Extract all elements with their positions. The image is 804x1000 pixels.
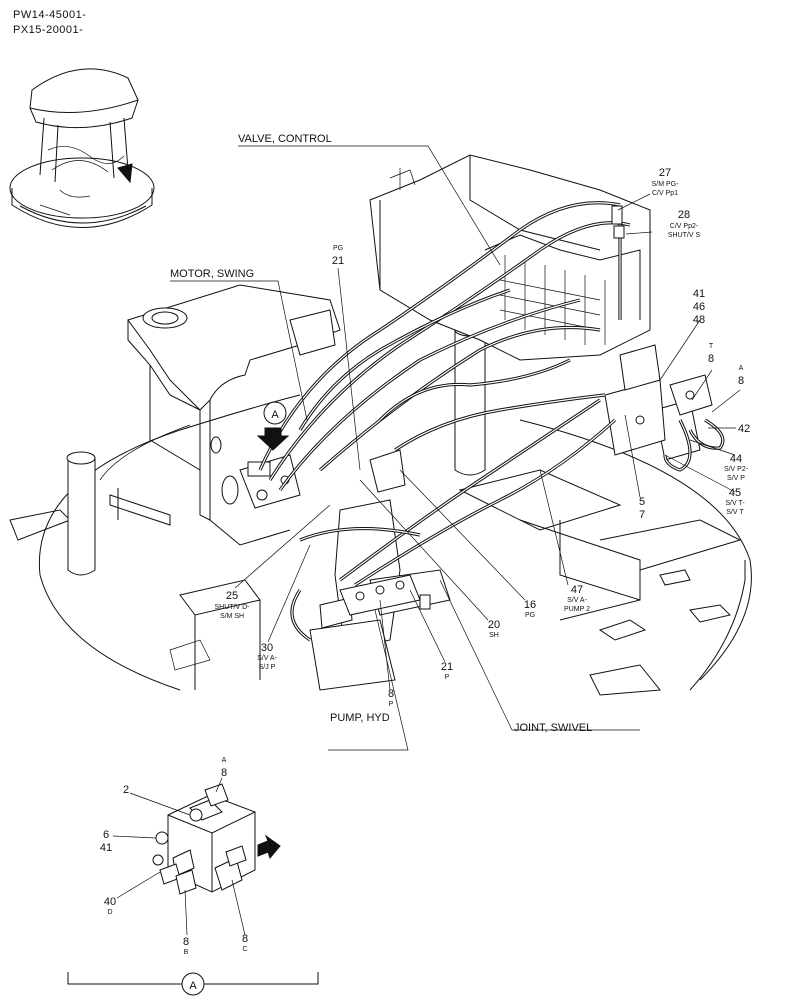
model-range-line1: PW14-45001- <box>13 9 86 21</box>
callout-8t: 8 <box>708 353 714 365</box>
detail-marker-a-label: A <box>189 980 197 992</box>
callouts: VALVE, CONTROL MOTOR, SWING PUMP, HYD JO… <box>170 133 750 734</box>
machine-thumbnail <box>9 68 155 228</box>
arrow-right-icon <box>257 834 281 860</box>
callout-25: 25 <box>226 590 238 602</box>
callout-16-line1: PG <box>525 612 535 619</box>
callout-27-line1: S/M PG- <box>652 181 680 188</box>
callout-5: 5 <box>639 496 645 508</box>
label-motor-swing: MOTOR, SWING <box>170 268 254 280</box>
callout-45: 45 <box>729 487 741 499</box>
detail-callout-6: 6 <box>103 829 109 841</box>
callout-41: 41 <box>693 288 705 300</box>
detail-callouts: 2 A 8 6 41 40 D 8 B 8 C <box>100 757 248 956</box>
detail-callout-8a: 8 <box>221 767 227 779</box>
callout-47-line2: PUMP 2 <box>564 606 590 613</box>
callout-20: 20 <box>488 619 500 631</box>
callout-21-top: 21 <box>332 255 344 267</box>
callout-44-line2: S/V P <box>727 475 745 482</box>
main-assembly <box>9 154 752 696</box>
callout-8a: 8 <box>738 375 744 387</box>
label-valve-control: VALVE, CONTROL <box>238 133 332 145</box>
callout-25-line1: SHUT/V D- <box>215 604 251 611</box>
detail-a-block <box>67 777 319 985</box>
detail-callout-8c: 8 <box>242 933 248 945</box>
callout-44-line1: S/V P2- <box>724 466 749 473</box>
callout-8t-tag: T <box>709 343 714 350</box>
model-range-line2: PX15-20001- <box>13 24 83 36</box>
label-pump-hyd: PUMP, HYD <box>330 712 390 724</box>
leader-lines <box>170 145 741 751</box>
callout-28-line1: C/V Pp2- <box>670 223 699 230</box>
callout-25-line2: S/M SH <box>220 613 244 620</box>
callout-8p: 8 <box>388 688 394 700</box>
callout-8p-line1: P <box>389 701 394 708</box>
callout-48: 48 <box>693 314 705 326</box>
callout-30-line1: S/V A- <box>257 655 278 662</box>
callout-30: 30 <box>261 642 273 654</box>
callout-45-line2: S/V T <box>726 509 744 516</box>
detail-callout-8c-sub: C <box>242 946 247 953</box>
callout-42: 42 <box>738 423 750 435</box>
callout-44: 44 <box>730 453 742 465</box>
detail-marker-a: A <box>263 401 287 425</box>
label-joint-swivel: JOINT, SWIVEL <box>514 722 592 734</box>
callout-21-bottom-line1: P <box>445 674 450 681</box>
callout-16: 16 <box>524 599 536 611</box>
callout-30-line2: S/J P <box>259 664 276 671</box>
callout-20-line1: SH <box>489 632 499 639</box>
callout-28-line2: SHUT/V S <box>668 232 701 239</box>
callout-27-line2: C/V Pp1 <box>652 190 678 197</box>
detail-callout-40-sub: D <box>107 909 112 916</box>
detail-callout-8a-tag: A <box>222 757 227 764</box>
callout-47: 47 <box>571 584 583 596</box>
hydraulic-hoses <box>258 201 725 642</box>
detail-callout-8b: 8 <box>183 936 189 948</box>
callout-45-line1: S/V T- <box>725 500 745 507</box>
detail-callout-2: 2 <box>123 784 129 796</box>
callout-21-top-tag: PG <box>333 245 343 252</box>
callout-8a-tag: A <box>739 365 744 372</box>
detail-callout-8b-sub: B <box>184 949 189 956</box>
callout-27: 27 <box>659 167 671 179</box>
callout-7: 7 <box>639 509 645 521</box>
marker-a-label: A <box>271 409 279 421</box>
callout-47-line1: S/V A- <box>567 597 588 604</box>
callout-21-bottom: 21 <box>441 661 453 673</box>
detail-callout-41: 41 <box>100 842 112 854</box>
arrow-down-icon <box>256 427 290 451</box>
detail-a-marker: A <box>181 972 205 996</box>
detail-callout-40: 40 <box>104 896 116 908</box>
callout-46: 46 <box>693 301 705 313</box>
callout-28: 28 <box>678 209 690 221</box>
